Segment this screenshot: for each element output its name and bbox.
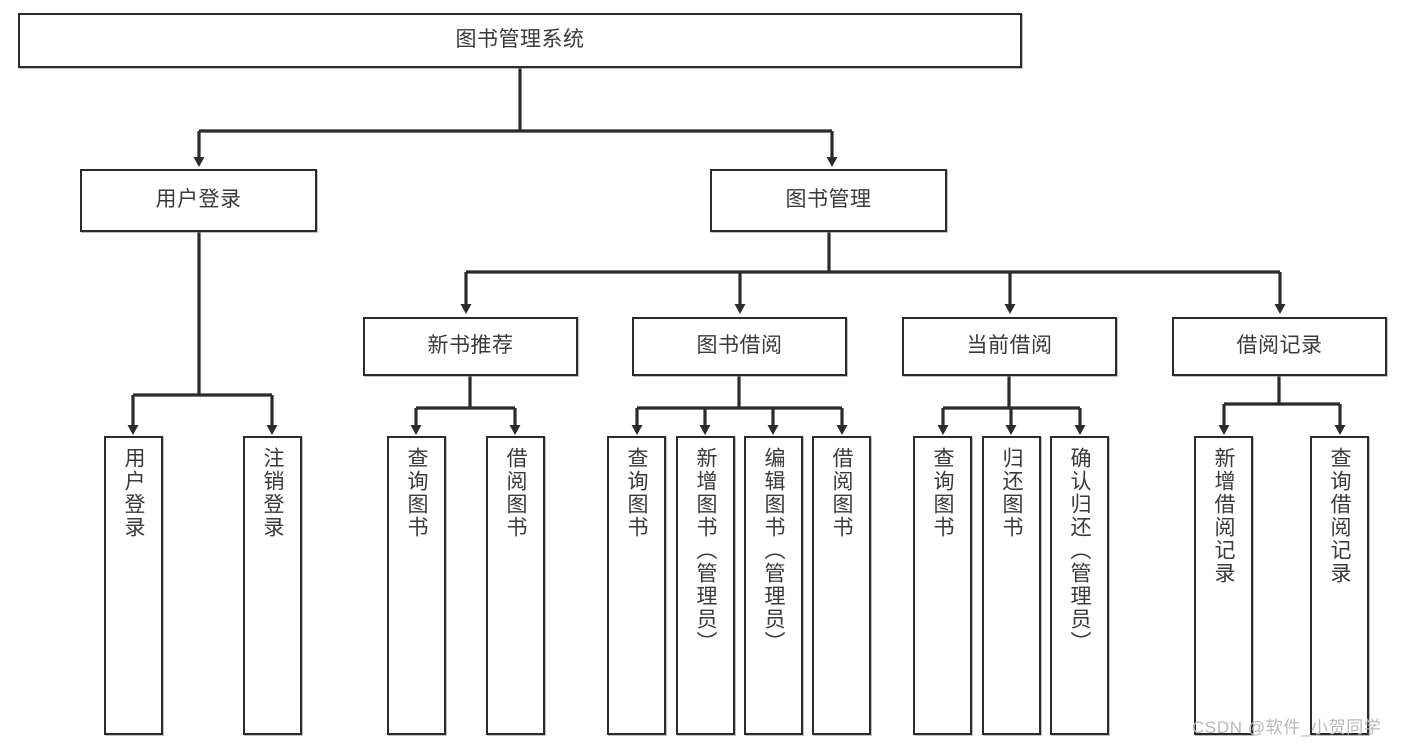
leaf-current-query-book-label: 查询图书 [931,447,954,539]
leaf-current-query-book[interactable]: 查询图书 [913,436,972,735]
node-new-book-recommend[interactable]: 新书推荐 [363,317,578,376]
leaf-user-login-signin-label: 用户登录 [122,447,145,539]
leaf-borrow-query-book-label: 查询图书 [625,447,648,539]
node-new-book-recommend-label: 新书推荐 [427,334,514,358]
node-root[interactable]: 图书管理系统 [18,13,1022,68]
node-book-borrow-label: 图书借阅 [696,334,783,358]
node-book-management[interactable]: 图书管理 [710,169,947,232]
node-borrow-records[interactable]: 借阅记录 [1172,317,1387,376]
leaf-new-book-borrow[interactable]: 借阅图书 [486,436,545,735]
leaf-borrow-edit-book-label: 编辑图书（管理员） [762,447,785,654]
node-borrow-records-label: 借阅记录 [1236,334,1323,358]
leaf-borrow-edit-book[interactable]: 编辑图书（管理员） [744,436,803,735]
leaf-new-book-query-label: 查询图书 [405,447,428,539]
leaf-record-query-label: 查询借阅记录 [1328,447,1351,585]
leaf-borrow-add-book-label: 新增图书（管理员） [694,447,717,654]
node-current-borrow[interactable]: 当前借阅 [902,317,1117,376]
leaf-current-return-book-label: 归还图书 [1000,447,1023,539]
node-user-login[interactable]: 用户登录 [80,169,317,232]
leaf-record-query[interactable]: 查询借阅记录 [1310,436,1369,735]
node-book-borrow[interactable]: 图书借阅 [632,317,847,376]
leaf-current-confirm-return-label: 确认归还（管理员） [1068,447,1091,654]
leaf-current-confirm-return[interactable]: 确认归还（管理员） [1050,436,1109,735]
leaf-borrow-query-book[interactable]: 查询图书 [607,436,666,735]
leaf-record-add-label: 新增借阅记录 [1212,447,1235,585]
node-current-borrow-label: 当前借阅 [966,334,1053,358]
leaf-current-return-book[interactable]: 归还图书 [982,436,1041,735]
leaf-borrow-borrow-book-label: 借阅图书 [830,447,853,539]
watermark-text: CSDN @软件_小贺同学 [1192,718,1382,737]
leaf-record-add[interactable]: 新增借阅记录 [1194,436,1253,735]
leaf-borrow-borrow-book[interactable]: 借阅图书 [812,436,871,735]
node-book-management-label: 图书管理 [785,188,872,212]
leaf-user-login-signin[interactable]: 用户登录 [104,436,163,735]
leaf-user-login-signout-label: 注销登录 [261,447,284,539]
leaf-borrow-add-book[interactable]: 新增图书（管理员） [676,436,735,735]
leaf-new-book-borrow-label: 借阅图书 [504,447,527,539]
node-root-label: 图书管理系统 [455,28,585,52]
node-user-login-label: 用户登录 [155,188,242,212]
leaf-user-login-signout[interactable]: 注销登录 [243,436,302,735]
leaf-new-book-query[interactable]: 查询图书 [387,436,446,735]
